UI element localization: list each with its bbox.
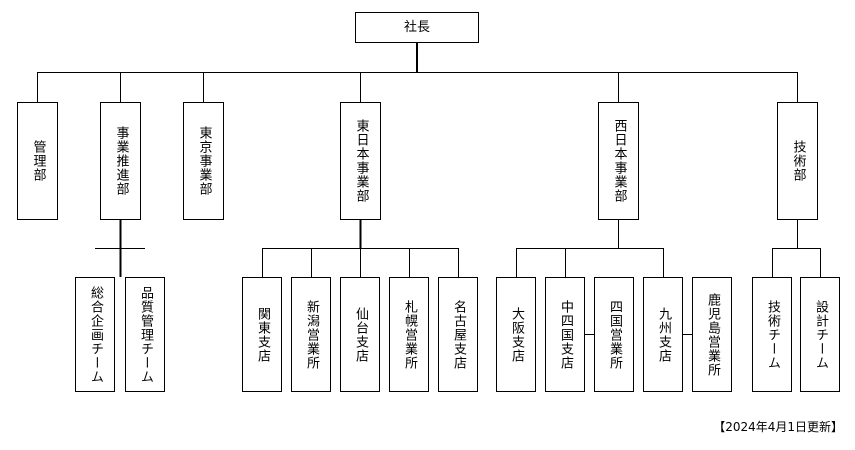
node-label: 大阪支店 (509, 306, 524, 363)
node-branch: 関東支店 (242, 277, 282, 392)
update-date-note: 【2024年4月1日更新】 (713, 420, 843, 434)
node-label: 総合企画チーム (88, 285, 103, 384)
node-label: 新潟営業所 (304, 299, 319, 370)
node-branch: 仙台支店 (340, 277, 380, 392)
node-label: 設計チーム (813, 299, 828, 370)
node-label: 技術部 (790, 140, 806, 182)
node-label: 管理部 (30, 140, 46, 182)
node-label: 関東支店 (255, 306, 270, 363)
node-team: 品質管理チーム (125, 277, 165, 392)
node-label: 事業推進部 (113, 126, 129, 196)
node-division: 事業推進部 (100, 102, 141, 220)
node-branch: 新潟営業所 (291, 277, 331, 392)
node-president: 社長 (355, 12, 479, 43)
node-branch: 名古屋支店 (438, 277, 478, 392)
node-label: 技術チーム (765, 299, 780, 370)
node-division: 東京事業部 (183, 102, 224, 220)
node-team: 設計チーム (800, 277, 840, 392)
node-label: 中四国支店 (558, 299, 573, 370)
node-division: 東日本事業部 (340, 102, 381, 220)
node-label: 東京事業部 (196, 126, 212, 196)
node-branch: 四国営業所 (594, 277, 634, 392)
node-branch: 九州支店 (643, 277, 683, 392)
node-label: 名古屋支店 (451, 299, 466, 370)
node-label: 九州支店 (656, 306, 671, 363)
node-branch: 札幌営業所 (389, 277, 429, 392)
node-branch: 大阪支店 (496, 277, 536, 392)
node-team: 総合企画チーム (75, 277, 115, 392)
node-label: 仙台支店 (353, 306, 368, 363)
node-label: 札幌営業所 (402, 299, 417, 370)
node-division: 管理部 (17, 102, 58, 220)
node-label: 東日本事業部 (353, 119, 369, 203)
node-label: 西日本事業部 (611, 119, 627, 203)
node-label: 社長 (403, 19, 430, 35)
node-label: 鹿児島営業所 (705, 292, 720, 377)
node-label: 品質管理チーム (138, 285, 153, 384)
node-team: 技術チーム (752, 277, 792, 392)
node-label: 四国営業所 (607, 299, 622, 370)
node-branch: 鹿児島営業所 (692, 277, 732, 392)
node-division: 技術部 (777, 102, 818, 220)
node-division: 西日本事業部 (598, 102, 639, 220)
node-branch: 中四国支店 (545, 277, 585, 392)
